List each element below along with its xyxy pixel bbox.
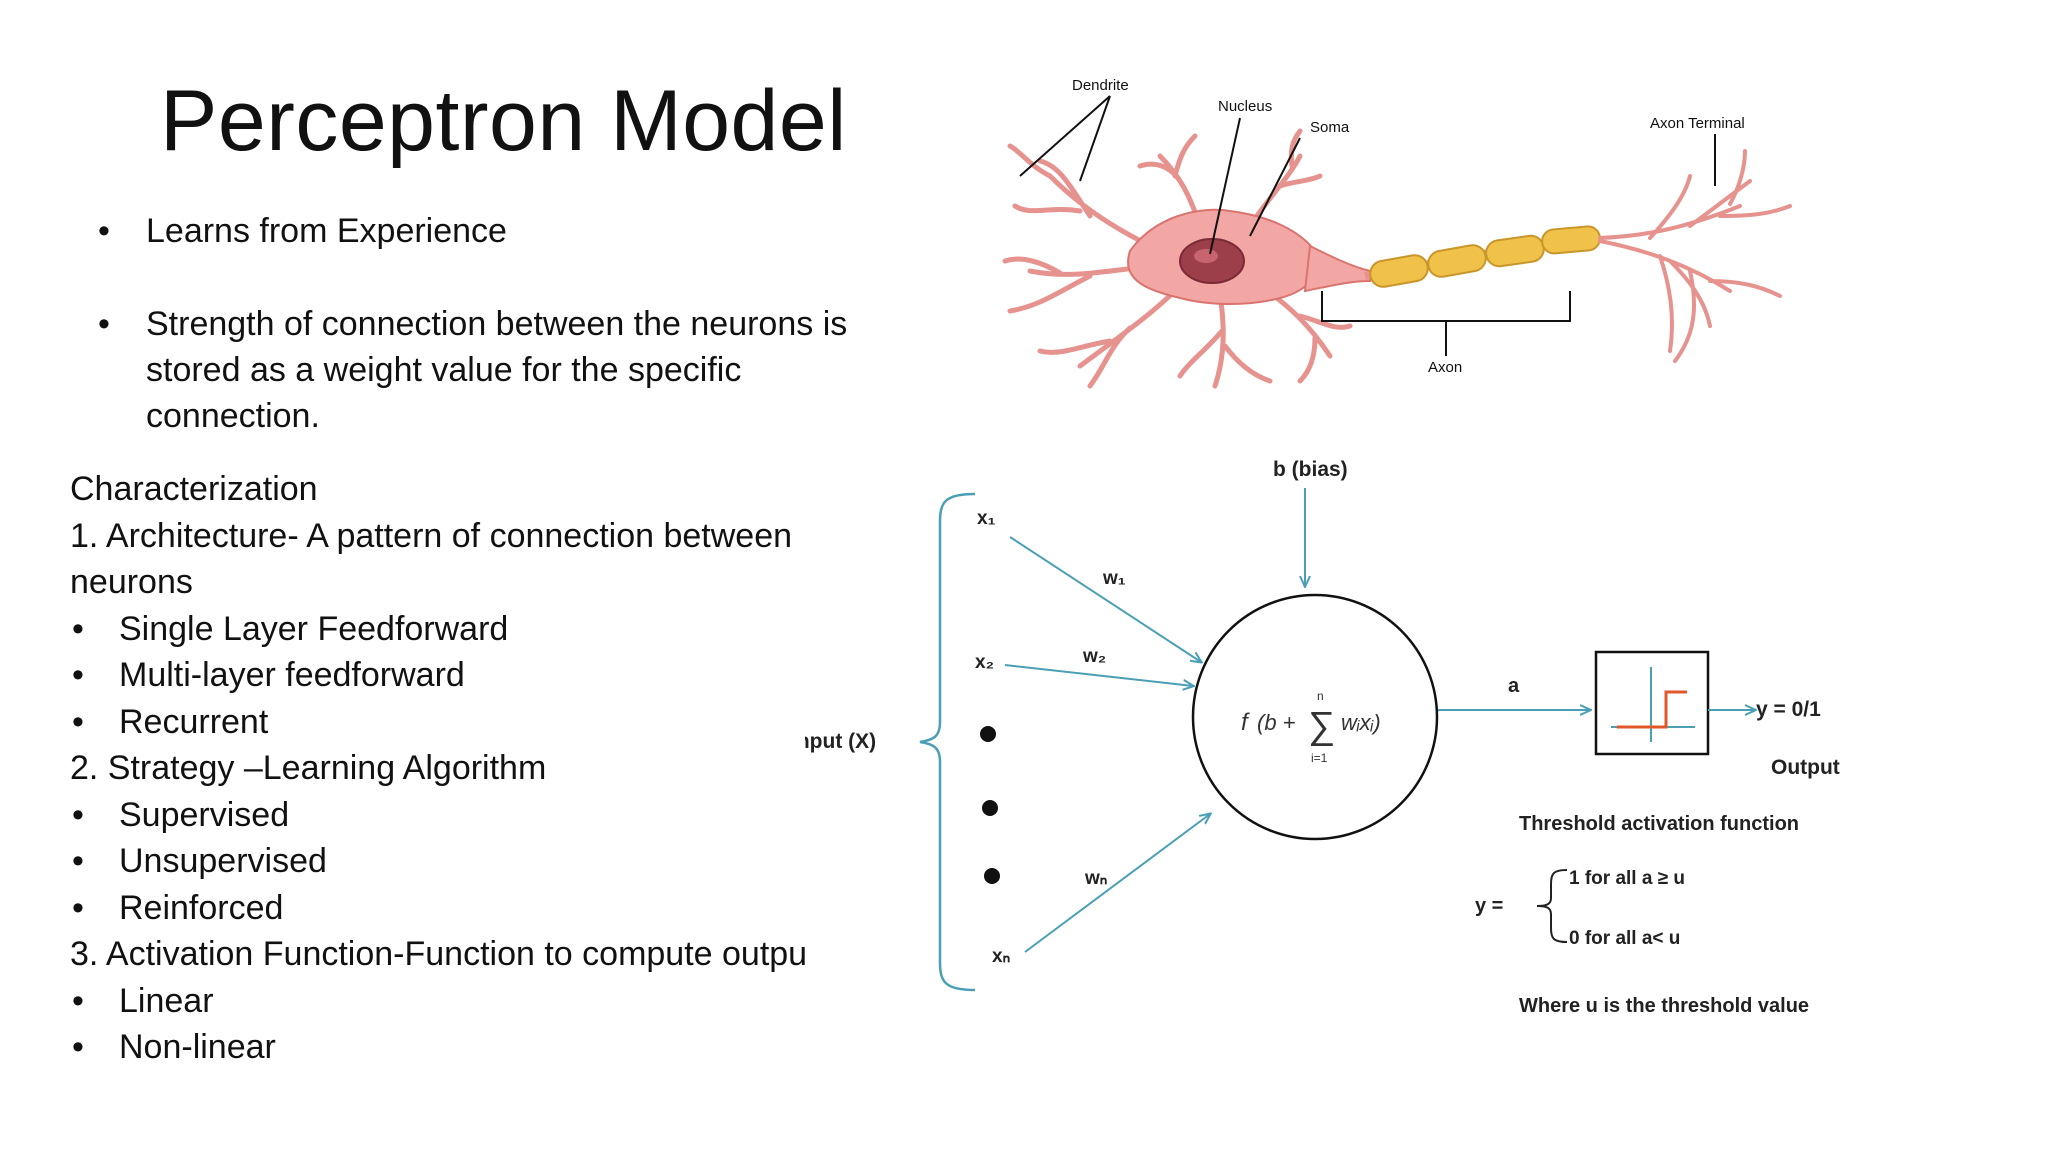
item-text: Reinforced xyxy=(119,888,284,927)
piecewise-case-1: 1 for all a ≥ u xyxy=(1569,868,1685,889)
bullet-dot: • xyxy=(72,656,84,694)
ellipsis-dot xyxy=(984,868,1000,884)
weight-w1: w₁ xyxy=(1102,568,1126,589)
weight-arrow-1 xyxy=(1009,536,1201,662)
input-x2: x₂ xyxy=(975,652,994,673)
bullet-text: Strength of connection between the neuro… xyxy=(146,305,848,435)
input-brace xyxy=(919,492,976,992)
input-label: Input (X) xyxy=(805,730,876,753)
myelin-sheath xyxy=(1369,225,1601,288)
axon-terminals xyxy=(1598,149,1792,363)
nucleolus xyxy=(1194,249,1218,263)
formula-upper-limit: n xyxy=(1317,689,1324,703)
section-label: 1. Architecture- A pattern of connection… xyxy=(70,516,793,602)
bullet-dot: • xyxy=(72,795,84,834)
item-text: Unsupervised xyxy=(119,842,327,880)
neuron-diagram: Dendrite Nucleus Soma Axon Terminal Axon xyxy=(970,66,1840,406)
list-item: • Unsupervised xyxy=(70,838,860,885)
item-text: Linear xyxy=(119,981,214,1020)
activation-input-label: a xyxy=(1508,675,1520,697)
weight-wn: wₙ xyxy=(1084,868,1107,889)
perceptron-diagram: Input (X) x₁ x₂ xₙ w₁ w₂ wₙ b (bias) f (… xyxy=(805,452,1915,1022)
formula-lower-limit: i=1 xyxy=(1311,751,1328,765)
characterization-heading: Characterization xyxy=(70,470,318,508)
ellipsis-dot xyxy=(982,800,998,816)
piecewise-brace xyxy=(1536,869,1568,943)
output-label: Output xyxy=(1771,756,1840,779)
bullet-dot: • xyxy=(72,981,84,1020)
list-item: • Strength of connection between the neu… xyxy=(98,301,858,439)
formula-bias: (b + xyxy=(1257,710,1296,735)
terminal-branch xyxy=(1598,179,1792,240)
key-points-list: • Learns from Experience • Strength of c… xyxy=(98,208,858,486)
section-label: 3. Activation Function-Function to compu… xyxy=(70,935,817,973)
list-item: • Linear xyxy=(70,978,860,1025)
input-xn: xₙ xyxy=(992,946,1010,967)
section-label: 2. Strategy –Learning Algorithm xyxy=(70,749,547,787)
bullet-dot: • xyxy=(98,212,110,250)
formula-sigma: ∑ xyxy=(1308,705,1335,747)
output-equation: y = 0/1 xyxy=(1756,698,1821,721)
list-item: • Recurrent xyxy=(70,699,860,746)
bullet-dot: • xyxy=(72,842,84,880)
item-text: Single Layer Feedforward xyxy=(119,609,509,648)
activation-title: Threshold activation function xyxy=(1519,813,1799,835)
label-soma: Soma xyxy=(1310,119,1350,136)
terminal-branch xyxy=(1598,239,1782,363)
label-dendrite: Dendrite xyxy=(1072,77,1129,94)
list-item: • Multi-layer feedforward xyxy=(70,652,860,699)
ellipsis-dot xyxy=(980,726,996,742)
myelin-segment xyxy=(1541,225,1601,255)
list-item: • Reinforced xyxy=(70,885,860,932)
formula-f: f xyxy=(1241,709,1250,736)
step-function-curve xyxy=(1617,690,1687,729)
input-x1: x₁ xyxy=(977,508,996,529)
bias-label: b (bias) xyxy=(1273,458,1348,481)
bullet-dot: • xyxy=(98,305,110,343)
item-text: Multi-layer feedforward xyxy=(119,656,465,694)
summation-node xyxy=(1191,593,1439,841)
bullet-dot: • xyxy=(72,888,84,927)
piecewise-lhs: y = xyxy=(1475,895,1503,917)
bullet-dot: • xyxy=(72,1028,84,1066)
item-text: Supervised xyxy=(119,795,290,834)
axon-hillock xyxy=(1303,244,1371,293)
threshold-note: Where u is the threshold value xyxy=(1519,995,1809,1017)
list-item: • Supervised xyxy=(70,792,860,839)
label-axon-terminal: Axon Terminal xyxy=(1650,115,1745,132)
weight-arrow-n xyxy=(1024,814,1210,953)
bullet-dot: • xyxy=(72,702,84,741)
item-text: Recurrent xyxy=(119,702,269,741)
nucleus-pointer xyxy=(1209,117,1241,255)
piecewise-case-2: 0 for all a< u xyxy=(1569,928,1680,949)
soma-pointer xyxy=(1249,137,1301,237)
summation-formula: f (b + ∑ n i=1 wᵢxᵢ) xyxy=(1241,689,1381,765)
weight-w2: w₂ xyxy=(1082,646,1106,667)
label-pointers xyxy=(1019,95,1716,356)
formula-term: wᵢxᵢ) xyxy=(1341,710,1381,735)
slide-title: Perceptron Model xyxy=(160,73,847,169)
list-item: • Single Layer Feedforward xyxy=(70,606,860,653)
item-text: Non-linear xyxy=(119,1028,276,1066)
label-nucleus: Nucleus xyxy=(1218,98,1272,115)
characterization-block: Characterization 1. Architecture- A patt… xyxy=(70,466,860,1071)
dendrite-branch xyxy=(1007,143,1173,259)
axon-bracket xyxy=(1321,291,1571,356)
list-item: • Learns from Experience xyxy=(98,208,858,254)
bullet-text: Learns from Experience xyxy=(146,212,507,250)
dendrite-branch xyxy=(1177,293,1273,389)
dendrite-pointer xyxy=(1019,95,1111,177)
dendrite-pointer xyxy=(1079,95,1111,182)
label-axon: Axon xyxy=(1428,359,1462,376)
weight-arrow-2 xyxy=(1004,664,1193,686)
bullet-dot: • xyxy=(72,609,84,648)
list-item: • Non-linear xyxy=(70,1024,860,1071)
terminal-branch xyxy=(1648,149,1747,353)
